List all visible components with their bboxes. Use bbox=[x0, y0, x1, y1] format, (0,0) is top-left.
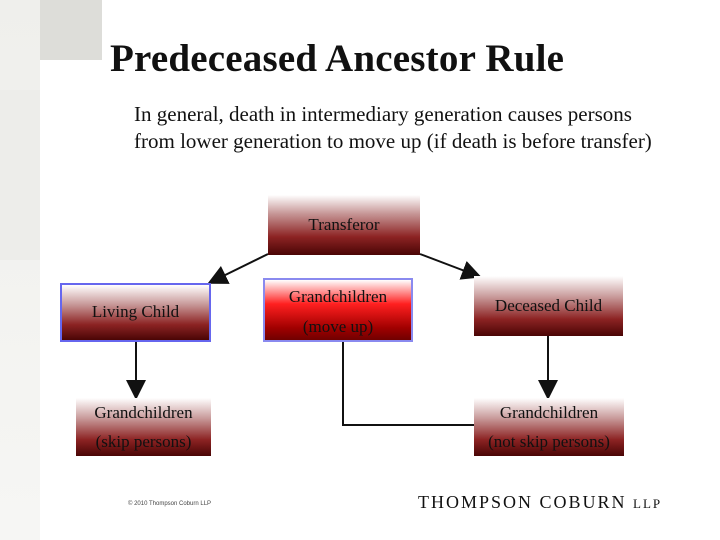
background-block bbox=[40, 0, 102, 60]
grandchildren-move-up-line1: Grandchildren bbox=[288, 287, 388, 306]
transferor-box: Transferor bbox=[268, 195, 420, 255]
deceased-child-box: Deceased Child bbox=[474, 276, 623, 336]
grandchildren-skip-line1: Grandchildren bbox=[94, 403, 193, 422]
firm-logo-suffix: LLP bbox=[633, 496, 663, 511]
living-child-label: Living Child bbox=[91, 302, 180, 321]
deceased-child-label: Deceased Child bbox=[494, 296, 603, 315]
slide-body-text: In general, death in intermediary genera… bbox=[134, 102, 652, 153]
living-child-box: Living Child bbox=[60, 283, 211, 342]
firm-logo-name: THOMPSON COBURN bbox=[418, 492, 627, 512]
copyright-notice: © 2010 Thompson Coburn LLP bbox=[128, 501, 212, 507]
grandchildren-not-skip-line2: (not skip persons) bbox=[488, 432, 610, 451]
arrow-transferor-to-living-child bbox=[207, 253, 269, 284]
grandchildren-move-up-line2: (move up) bbox=[302, 317, 374, 336]
grandchildren-not-skip-box: Grandchildren (not skip persons) bbox=[474, 398, 624, 456]
firm-logo: THOMPSON COBURN LLP bbox=[418, 492, 662, 513]
slide-title: Predeceased Ancestor Rule bbox=[110, 37, 565, 80]
transferor-label: Transferor bbox=[308, 215, 380, 234]
grandchildren-move-up-box: Grandchildren (move up) bbox=[263, 278, 413, 342]
arrow-transferor-to-deceased-child bbox=[419, 253, 482, 280]
grandchildren-skip-line2: (skip persons) bbox=[95, 432, 192, 451]
grandchildren-skip-box: Grandchildren (skip persons) bbox=[76, 398, 211, 456]
background-block-2 bbox=[0, 90, 40, 260]
connector-move-up-to-deceased-line bbox=[342, 342, 474, 426]
grandchildren-not-skip-line1: Grandchildren bbox=[499, 403, 599, 422]
